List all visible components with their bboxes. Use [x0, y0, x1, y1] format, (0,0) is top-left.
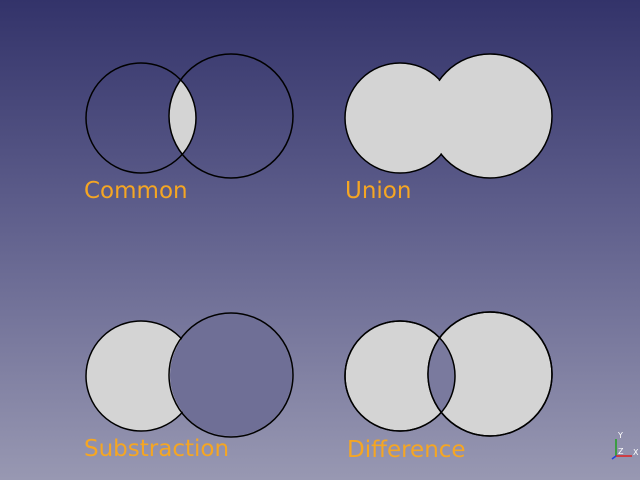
axis-y-label: Y [617, 431, 623, 440]
difference-diagram [344, 311, 553, 437]
substraction-right-circle [168, 312, 294, 438]
union-fill-left [346, 64, 454, 172]
union-diagram [344, 53, 553, 179]
axis-z-line [611, 455, 617, 460]
label-common: Common [84, 178, 188, 204]
common-diagram [85, 53, 294, 179]
common-right-circle [168, 53, 294, 179]
substraction-cutout [170, 314, 292, 436]
label-substraction: Substraction [84, 436, 230, 462]
common-left-circle [85, 62, 197, 174]
difference-right-outline [427, 311, 553, 437]
union-fill-right [429, 55, 551, 177]
axis-z-label: Z [618, 447, 624, 456]
difference-left-outline [344, 320, 456, 432]
axis-triad-icon: Y Z X [611, 431, 639, 460]
substraction-diagram [85, 312, 294, 438]
axis-x-label: X [633, 448, 639, 457]
label-difference: Difference [347, 437, 466, 463]
label-union: Union [345, 178, 412, 204]
